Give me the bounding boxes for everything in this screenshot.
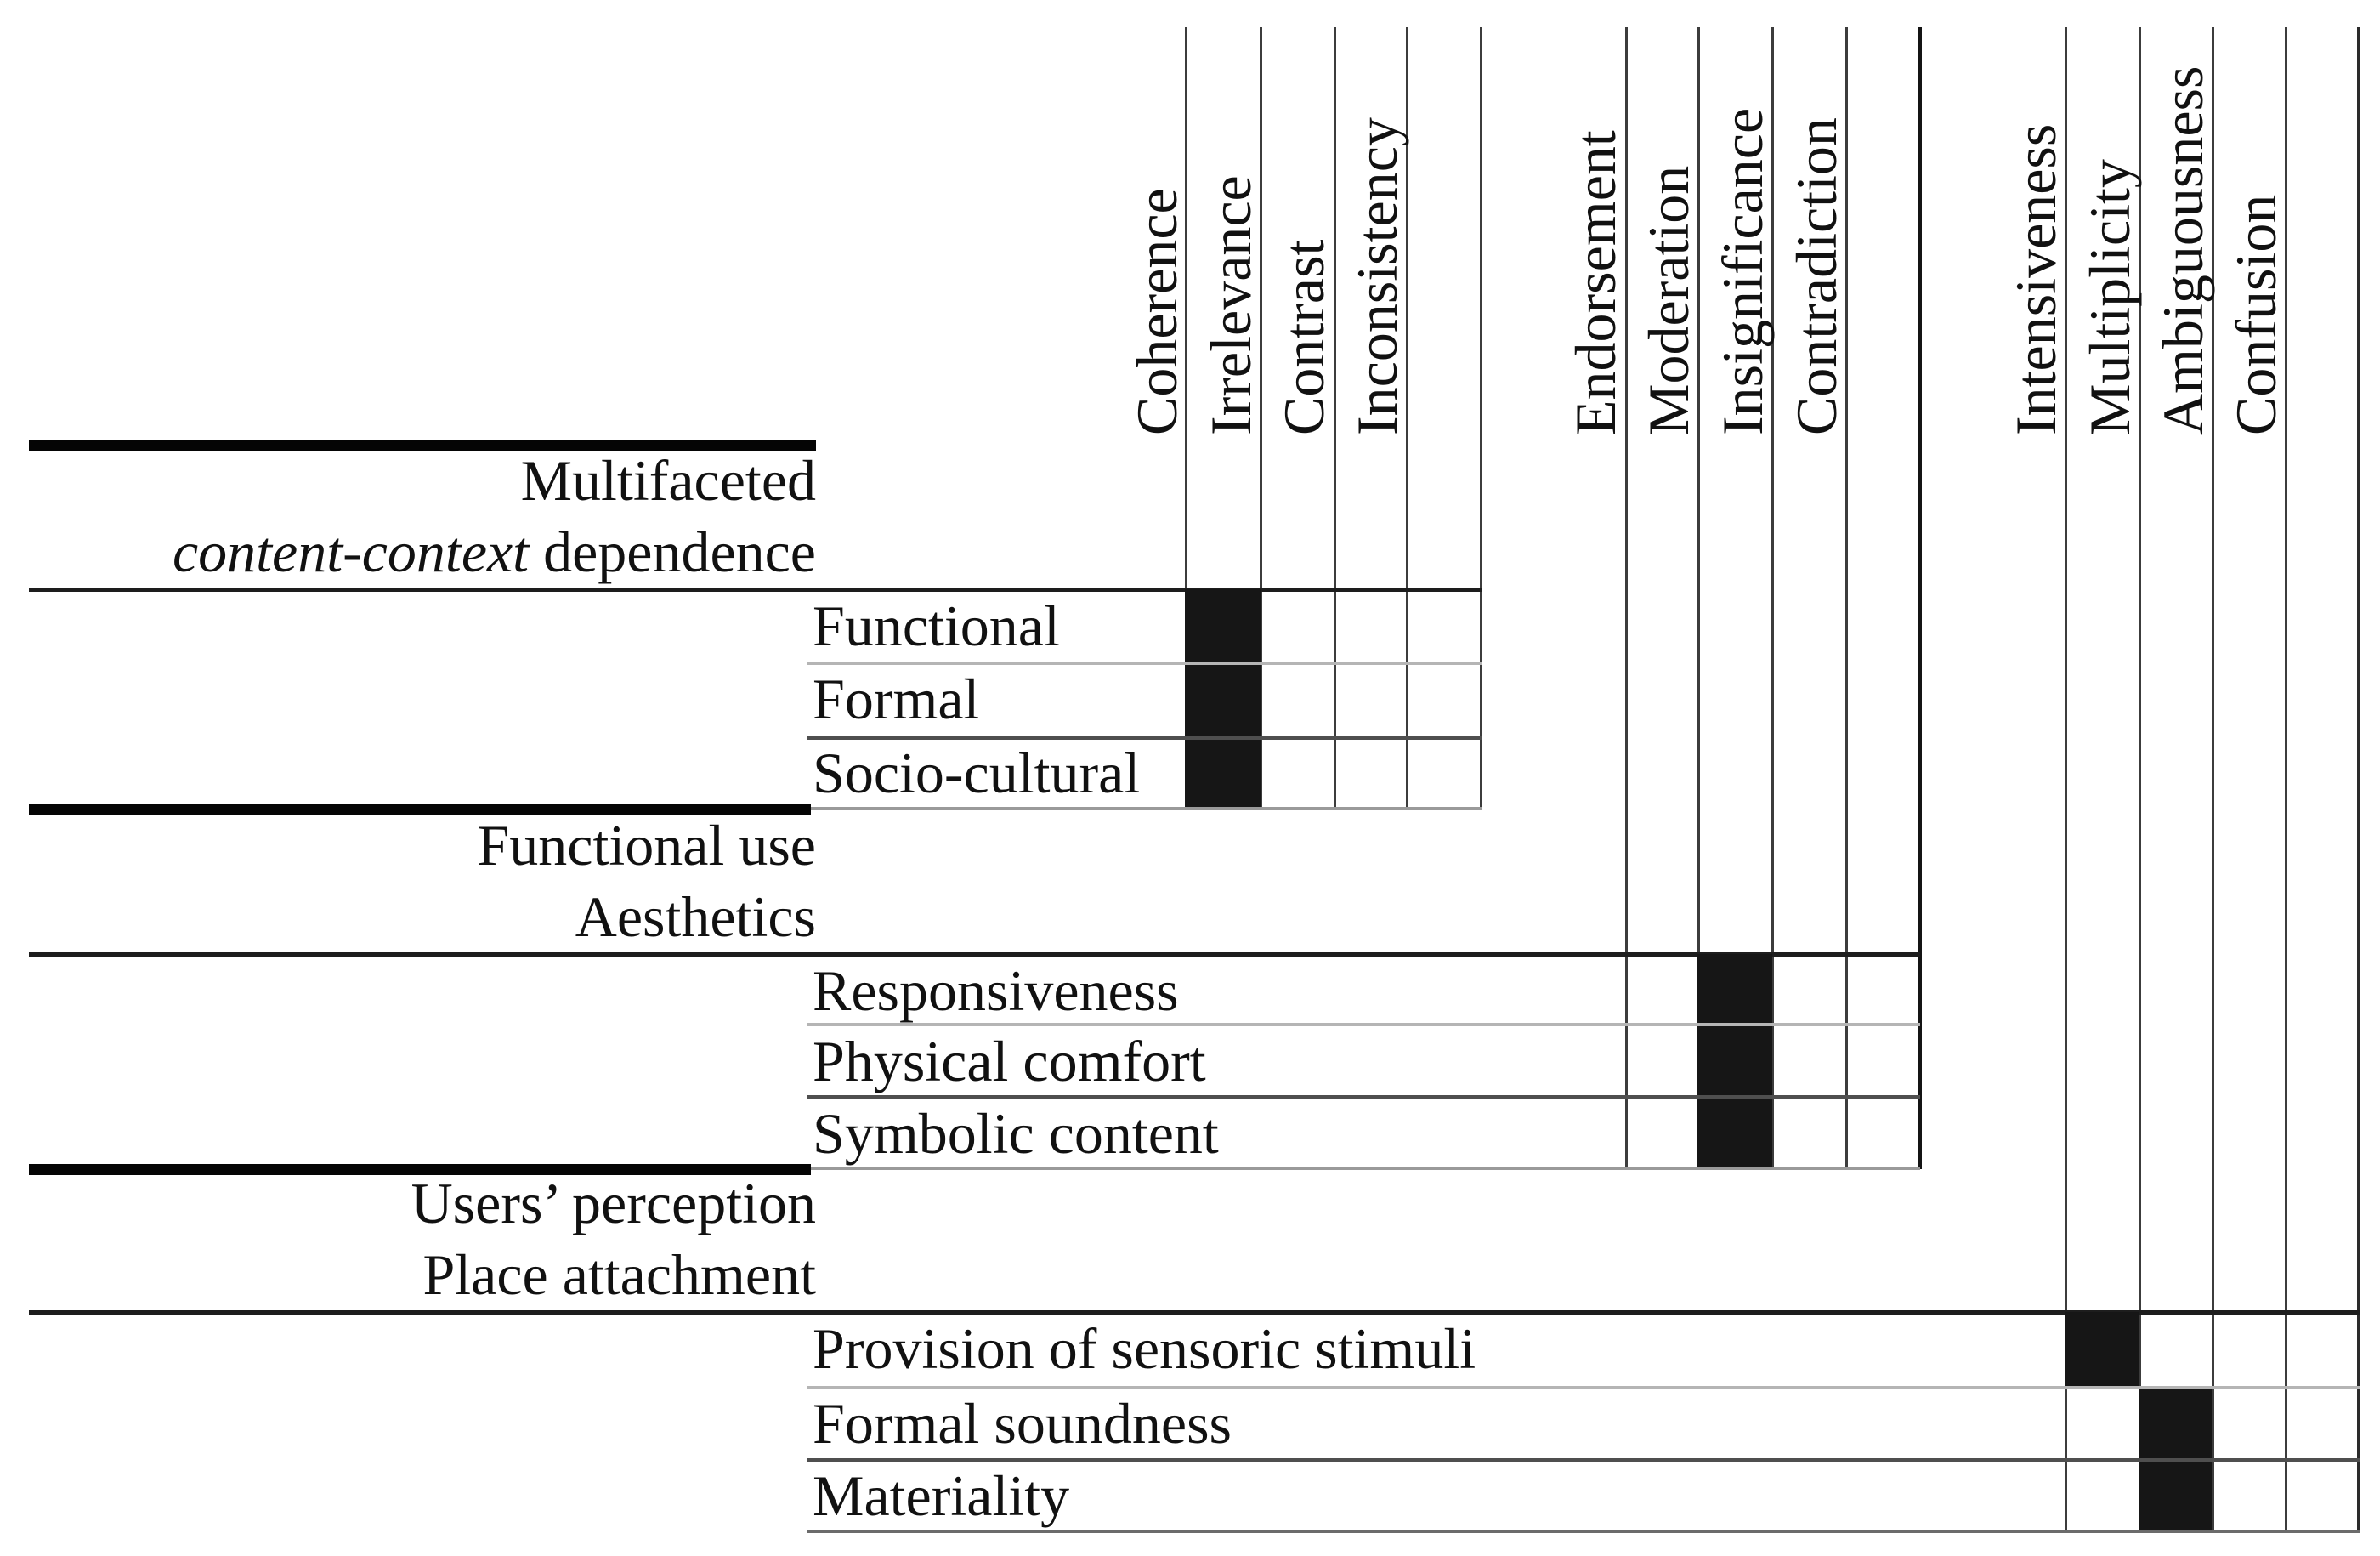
section2-top-rule <box>29 804 811 815</box>
section1-separator-2 <box>808 736 1482 740</box>
section3-header-line2: Place attachment <box>411 1239 816 1310</box>
grid-vline-group2-3 <box>1771 27 1774 1169</box>
section3-bottom-rule <box>808 1530 2360 1533</box>
section2-bottom-rule <box>811 1167 1920 1170</box>
section1-grid-top-rule <box>29 588 1482 592</box>
section1-bottom-rule <box>811 807 1482 810</box>
grid-vline-group1-5 <box>1480 27 1482 809</box>
section2-separator-1 <box>808 1023 1920 1026</box>
column-label-multiplicity: Multiplicity <box>2077 159 2142 435</box>
section2-header-line1: Functional use <box>477 813 816 877</box>
section1-header: Multifaceted content-context dependence <box>173 445 816 588</box>
column-label-inconsistency: Inconsistency <box>1345 117 1409 435</box>
grid-vline-group3-2 <box>2139 27 2141 1532</box>
section3-header: Users’ perception Place attachment <box>411 1167 816 1310</box>
row-label-symbolic-content: Symbolic content <box>813 1101 1219 1166</box>
column-label-ambiguousness: Ambiguousness <box>2150 65 2215 435</box>
grid-vline-group2-1 <box>1625 27 1628 1169</box>
grid-vline-group1-3 <box>1334 27 1336 809</box>
section2-grid-top-rule <box>29 952 1920 957</box>
section3-header-line1: Users’ perception <box>411 1171 816 1235</box>
grid-vline-group1-2 <box>1260 27 1262 809</box>
grid-vline-group3-1 <box>2065 27 2067 1532</box>
section2-header-line2: Aesthetics <box>477 881 816 952</box>
column-label-coherence: Coherence <box>1125 188 1189 435</box>
row-label-provision-of-sensoric-stimuli: Provision of sensoric stimuli <box>813 1316 1476 1381</box>
grid-vline-group2-2 <box>1697 27 1700 1169</box>
section1-header-line1: Multifaceted <box>520 448 816 513</box>
column-label-moderation: Moderation <box>1636 165 1701 435</box>
section3-header-rest: Place attachment <box>422 1242 816 1307</box>
section2-header: Functional use Aesthetics <box>477 809 816 952</box>
column-label-contradiction: Contradiction <box>1784 117 1849 435</box>
section3-separator-1 <box>808 1386 2360 1389</box>
row-label-functional: Functional <box>813 593 1060 658</box>
section3-top-rule <box>29 1164 811 1175</box>
row-label-formal-soundness: Formal soundness <box>813 1391 1232 1456</box>
section1-header-rest: dependence <box>529 520 816 584</box>
row-label-formal: Formal <box>813 667 980 731</box>
section3-separator-2 <box>808 1458 2360 1462</box>
grid-vline-group1-1 <box>1185 27 1187 809</box>
section2-header-rest: Aesthetics <box>575 884 816 949</box>
section2-separator-2 <box>808 1095 1920 1099</box>
section1-header-italic: content-context <box>172 520 530 584</box>
row-label-physical-comfort: Physical comfort <box>813 1029 1206 1093</box>
column-label-irrelevance: Irrelevance <box>1198 175 1263 435</box>
grid-vline-group3-4 <box>2285 27 2287 1532</box>
section1-header-line2: content-context dependence <box>173 516 816 588</box>
section1-top-rule <box>29 440 816 451</box>
grid-vline-group3-3 <box>2212 27 2214 1532</box>
column-label-endorsement: Endorsement <box>1563 130 1628 435</box>
column-label-confusion: Confusion <box>2224 194 2288 435</box>
filled-cell-section1-coherence <box>1185 589 1261 809</box>
row-label-materiality: Materiality <box>813 1463 1070 1528</box>
section3-grid-top-rule <box>29 1310 2360 1315</box>
grid-vline-group2-5 <box>1918 27 1922 1169</box>
row-label-responsiveness: Responsiveness <box>813 958 1179 1023</box>
grid-vline-group2-4 <box>1845 27 1848 1169</box>
section1-separator-1 <box>808 662 1482 665</box>
row-label-socio-cultural: Socio-cultural <box>813 741 1141 805</box>
grid-vline-group1-4 <box>1406 27 1408 809</box>
column-label-contrast: Contrast <box>1272 239 1336 435</box>
filled-cell-section3-intensiveness <box>2065 1312 2139 1387</box>
filled-cell-section2-moderation <box>1697 954 1772 1168</box>
grid-vline-group3-5 <box>2357 27 2360 1532</box>
column-label-intensiveness: Intensiveness <box>2003 123 2068 435</box>
column-label-insignificance: Insignificance <box>1710 107 1775 435</box>
